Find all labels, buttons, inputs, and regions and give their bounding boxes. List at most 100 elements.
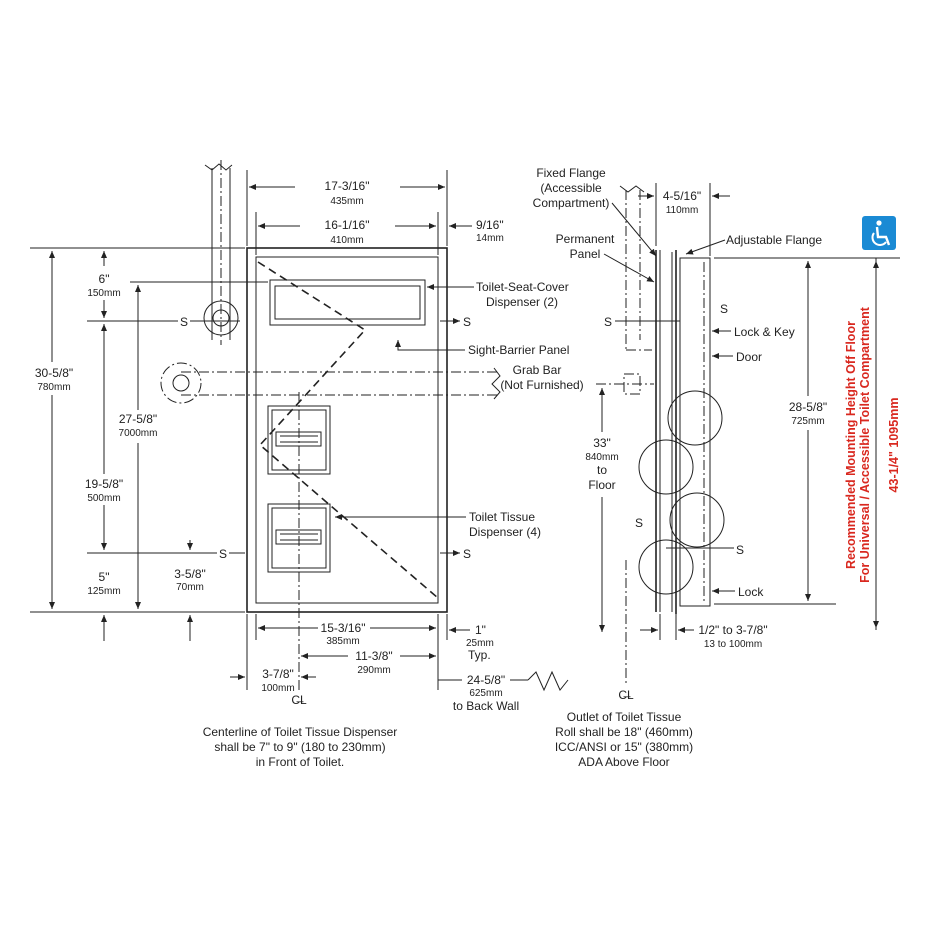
dim-mm: 625mm <box>469 688 502 699</box>
dim-bottom-5: 5" 125mm <box>87 570 121 641</box>
mounting-height: Recommended Mounting Height Off Floor Fo… <box>836 216 901 630</box>
mounting-height-value: 43-1/4" 1095mm <box>887 398 901 493</box>
plumbing-pipe <box>203 160 239 345</box>
stud-label: S <box>635 516 643 530</box>
dim-text: 11-3/8" <box>355 649 392 663</box>
wall-section <box>619 185 661 612</box>
note-text: shall be 7" to 9" (180 to 230mm) <box>214 740 385 754</box>
dim-mm: 7000mm <box>119 428 158 439</box>
dim-text: 30-5/8" <box>35 366 73 380</box>
dim-mm: 125mm <box>87 586 120 597</box>
dim-mm: 410mm <box>330 235 363 246</box>
cabinet-inner-frame <box>255 256 439 604</box>
dim-mm: 110mm <box>666 205 699 216</box>
dim-mm: 150mm <box>87 288 120 299</box>
dim-back-wall: 24-5/8" 625mm to Back Wall <box>438 670 569 713</box>
label-text: Dispenser (2) <box>486 295 558 309</box>
stud-label: S <box>604 315 612 329</box>
dim-bottom-width: 15-3/16" 385mm <box>258 621 436 647</box>
dim-inner-width: 16-1/16" 410mm <box>255 212 439 255</box>
stud-label: S <box>720 302 728 316</box>
dim-mm: 100mm <box>261 683 294 694</box>
dim-text: 27-5/8" <box>119 412 157 426</box>
grab-bar <box>160 362 501 404</box>
label-text: Door <box>736 350 762 364</box>
stud-marks-front: S S S S <box>87 315 471 561</box>
note-text: Roll shall be 18" (460mm) <box>555 725 693 739</box>
dim-text: 16-1/16" <box>325 218 370 232</box>
dim-mm: 14mm <box>476 233 504 244</box>
dim-cl-offset: 11-3/8" 290mm <box>301 649 436 676</box>
label-text: Lock & Key <box>734 325 795 339</box>
stud-label: S <box>463 315 471 329</box>
stud-label: S <box>463 547 471 561</box>
label-text: Toilet-Seat-Cover <box>476 280 569 294</box>
dim-text: 15-3/16" <box>321 621 366 635</box>
dim-text: 19-5/8" <box>85 477 123 491</box>
note-text: Outlet of Toilet Tissue <box>567 710 682 724</box>
callout-permanent-panel: Permanent Panel <box>556 232 655 283</box>
callout-lock-key: Lock & Key <box>712 325 795 339</box>
label-text: Fixed Flange <box>536 166 606 180</box>
label-text: (Not Furnished) <box>500 378 583 392</box>
label-text: Dispenser (4) <box>469 525 541 539</box>
callout-door: Door <box>712 350 762 364</box>
label-text: Panel <box>570 247 601 261</box>
dim-mm: 25mm <box>466 638 494 649</box>
callout-seat-cover: Toilet-Seat-Cover Dispenser (2) <box>427 280 569 309</box>
dim-top-offset: 6" 150mm <box>87 251 121 318</box>
dim-height-28: 28-5/8" 725mm <box>714 257 836 605</box>
dim-overall-height: 30-5/8" 780mm <box>35 251 73 609</box>
dim-mm: 840mm <box>585 452 618 463</box>
dim-mm: 435mm <box>330 196 363 207</box>
label-text: Lock <box>738 585 764 599</box>
dim-text: 6" <box>99 272 110 286</box>
dim-typ: 1" 25mm Typ. <box>449 623 494 662</box>
dim-text: 5" <box>99 570 110 584</box>
label-text: Toilet Tissue <box>469 510 535 524</box>
dim-mm: 500mm <box>87 493 120 504</box>
cabinet-outer-frame <box>246 247 448 613</box>
dim-overall-width: 17-3/16" 435mm <box>246 170 448 246</box>
dim-bottom-35: 3-5/8" 70mm <box>174 540 206 641</box>
dim-wall-range: 1/2" to 3-7/8" 13 to 100mm <box>640 614 768 650</box>
dim-depth: 4-5/16" 110mm <box>638 183 730 256</box>
centerline-symbol: C̶L <box>618 688 634 702</box>
cabinet-side <box>671 250 711 614</box>
sight-barrier-outline <box>257 261 439 599</box>
dim-text: to Back Wall <box>453 699 519 713</box>
side-note: Outlet of Toilet Tissue Roll shall be 18… <box>555 710 693 769</box>
dim-mm: 13 to 100mm <box>704 639 762 650</box>
label-text: Adjustable Flange <box>726 233 822 247</box>
note-text: Centerline of Toilet Tissue Dispenser <box>203 725 398 739</box>
mounting-line-1: Recommended Mounting Height Off Floor <box>844 321 858 569</box>
callout-adjustable-flange: Adjustable Flange <box>685 233 822 255</box>
dim-text: 1" <box>475 623 486 637</box>
dim-text: to <box>597 463 607 477</box>
callout-sight-barrier: Sight-Barrier Panel <box>395 340 569 357</box>
dim-height-27: 27-5/8" 7000mm <box>119 281 268 609</box>
dim-text: 33" <box>593 436 611 450</box>
dim-text: Floor <box>588 478 615 492</box>
dim-text: 28-5/8" <box>789 400 827 414</box>
label-text: Grab Bar <box>513 363 562 377</box>
dim-text: 24-5/8" <box>467 673 505 687</box>
dim-left-offset: 3-7/8" 100mm <box>230 614 316 694</box>
dim-text: 3-5/8" <box>174 567 206 581</box>
callout-lock: Lock <box>712 585 764 599</box>
front-note: Centerline of Toilet Tissue Dispenser sh… <box>203 725 398 769</box>
callout-grab-bar: Grab Bar (Not Furnished) <box>500 363 583 392</box>
label-text: Permanent <box>556 232 615 246</box>
dim-mm: 70mm <box>176 582 204 593</box>
note-text: ICC/ANSI or 15" (380mm) <box>555 740 693 754</box>
dim-text: Typ. <box>468 648 491 662</box>
stud-label: S <box>736 543 744 557</box>
front-view: S S S S 17-3/16" 435mm 16-1/16" 410mm <box>30 160 584 769</box>
stud-label: S <box>180 315 188 329</box>
dim-mm: 290mm <box>357 665 390 676</box>
side-view: S S S S 4-5/16" 110mm Fixed Flange (Acce… <box>533 166 836 769</box>
mounting-line-2: For Universal / Accessible Toilet Compar… <box>858 306 872 583</box>
dim-height-33: 33" 840mm to Floor <box>585 388 619 632</box>
